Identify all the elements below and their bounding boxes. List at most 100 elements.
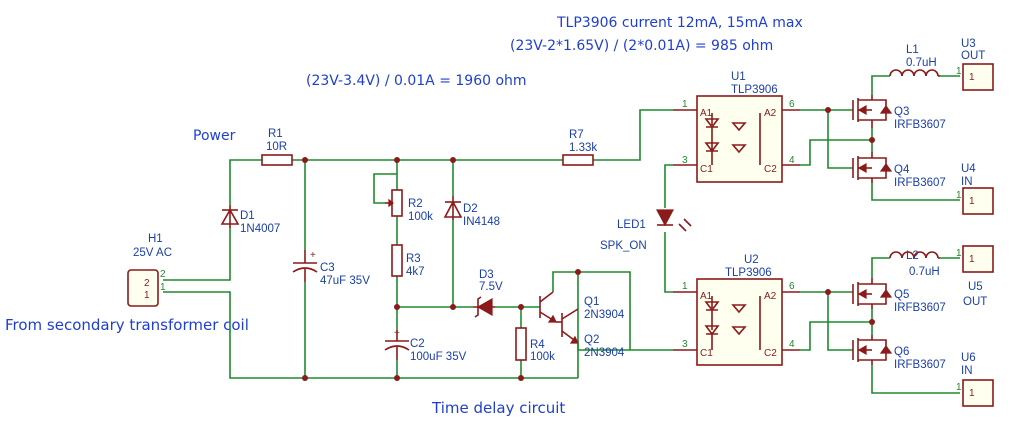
svg-text:R3: R3 [406, 253, 421, 265]
svg-text:IN: IN [961, 176, 973, 188]
svg-text:3: 3 [682, 339, 688, 350]
transistor-q2: Q2 2N3904 [556, 308, 630, 359]
svg-text:1N4007: 1N4007 [240, 223, 280, 235]
svg-text:2: 2 [144, 278, 150, 289]
svg-text:10R: 10R [266, 141, 287, 153]
svg-text:D2: D2 [463, 203, 478, 215]
svg-text:1: 1 [956, 190, 962, 201]
junction-dots [302, 107, 875, 381]
svg-text:1.33k: 1.33k [569, 142, 597, 154]
svg-text:Q1: Q1 [584, 296, 599, 308]
svg-text:A2: A2 [764, 291, 777, 302]
svg-text:3: 3 [682, 155, 688, 166]
inductor-l1: L1 0.7uH [889, 44, 940, 77]
svg-text:Q4: Q4 [894, 164, 910, 176]
svg-text:1: 1 [969, 72, 975, 83]
svg-text:D1: D1 [240, 210, 255, 222]
svg-text:1: 1 [160, 282, 166, 293]
svg-text:1: 1 [682, 281, 688, 292]
label-power: Power [193, 128, 236, 144]
svg-text:IRFB3607: IRFB3607 [894, 177, 946, 189]
svg-text:2N3904: 2N3904 [584, 347, 625, 359]
svg-text:OUT: OUT [963, 296, 987, 308]
svg-text:IRFB3607: IRFB3607 [894, 359, 946, 371]
svg-text:U6: U6 [961, 352, 976, 364]
mosfet-q3: Q3 IRFB3607 [852, 95, 946, 131]
svg-text:TLP3906: TLP3906 [725, 267, 772, 279]
resistor-r4: R4 100k [515, 327, 555, 363]
svg-text:IN4148: IN4148 [463, 216, 500, 228]
svg-text:0.7uH: 0.7uH [906, 57, 937, 69]
mosfet-q4: Q4 IRFB3607 [852, 152, 946, 189]
svg-text:1: 1 [969, 388, 975, 399]
svg-text:C1: C1 [700, 348, 713, 359]
resistor-r3: R3 4k7 [391, 244, 425, 278]
svg-text:4: 4 [789, 339, 795, 350]
optocoupler-u1: U1 TLP3906 1 3 6 4 A1 C1 A2 C2 [673, 71, 800, 183]
svg-text:U2: U2 [744, 254, 759, 266]
note-formula-985: (23V-2*1.65V) / (2*0.01A) = 985 ohm [510, 38, 773, 54]
connector-u3: U3 OUT 1 1 [956, 38, 994, 91]
svg-text:2N3904: 2N3904 [584, 309, 625, 321]
svg-text:1: 1 [144, 290, 150, 301]
svg-text:U4: U4 [961, 163, 976, 175]
svg-text:R4: R4 [530, 339, 545, 351]
mosfet-q6: Q6 IRFB3607 [852, 335, 946, 371]
svg-text:100k: 100k [530, 351, 555, 363]
svg-text:TLP3906: TLP3906 [731, 84, 778, 96]
svg-text:+: + [394, 328, 400, 339]
inductor-l2: L2 0.7uH [889, 250, 940, 278]
svg-text:0.7uH: 0.7uH [909, 266, 940, 278]
svg-text:6: 6 [789, 281, 795, 292]
svg-text:R1: R1 [268, 128, 283, 140]
optocoupler-u2: U2 TLP3906 1 3 6 4 A1 C1 A2 C2 [673, 254, 800, 366]
svg-text:D3: D3 [479, 269, 494, 281]
svg-text:U1: U1 [731, 71, 746, 83]
diode-d1: D1 1N4007 [220, 205, 280, 235]
capacitor-c2: + C2 100uF 35V [384, 328, 467, 363]
svg-text:Q2: Q2 [584, 334, 599, 346]
label-time-delay: Time delay circuit [431, 399, 565, 417]
svg-text:1: 1 [956, 66, 962, 77]
svg-text:C3: C3 [320, 262, 335, 274]
wires [163, 75, 960, 394]
svg-text:1: 1 [956, 248, 962, 259]
svg-text:25V AC: 25V AC [133, 247, 172, 259]
svg-text:L1: L1 [906, 44, 919, 56]
svg-text:C2: C2 [410, 338, 425, 350]
svg-text:IN: IN [961, 365, 973, 377]
svg-text:IRFB3607: IRFB3607 [894, 119, 946, 131]
resistor-r1: R1 10R [261, 128, 293, 166]
svg-text:C1: C1 [700, 164, 713, 175]
connector-u4: U4 IN 1 1 [956, 163, 994, 215]
resistor-r7: R7 1.33k [562, 129, 597, 166]
trimmer-r2: R2 100k [385, 189, 433, 223]
diode-d2: D2 IN4148 [443, 196, 500, 228]
capacitor-c3: + C3 47uF 35V [292, 250, 370, 287]
svg-text:C2: C2 [764, 348, 777, 359]
svg-text:LED1: LED1 [617, 219, 646, 231]
svg-text:1: 1 [969, 254, 975, 265]
transistor-q1: Q1 2N3904 [539, 291, 625, 323]
svg-text:U3: U3 [961, 38, 976, 50]
led-led1: LED1 SPK_ON [600, 209, 692, 252]
svg-text:2: 2 [160, 269, 166, 280]
svg-text:A1: A1 [700, 108, 713, 119]
connector-u6: U6 IN 1 1 [956, 352, 994, 407]
svg-text:Q5: Q5 [894, 289, 909, 301]
svg-text:L2: L2 [906, 250, 919, 262]
note-tlp-current: TLP3906 current 12mA, 15mA max [556, 15, 803, 31]
svg-text:1: 1 [969, 196, 975, 207]
svg-text:100uF 35V: 100uF 35V [410, 351, 467, 363]
svg-text:A1: A1 [700, 291, 713, 302]
svg-text:+: + [310, 250, 316, 261]
label-secondary-coil: From secondary transformer coil [5, 316, 249, 334]
svg-text:R2: R2 [408, 198, 423, 210]
svg-text:4k7: 4k7 [406, 266, 425, 278]
svg-text:SPK_ON: SPK_ON [600, 240, 647, 252]
svg-text:Q3: Q3 [894, 106, 909, 118]
zener-d3: D3 7.5V [473, 269, 503, 318]
svg-text:6: 6 [789, 99, 795, 110]
svg-text:7.5V: 7.5V [479, 281, 503, 293]
